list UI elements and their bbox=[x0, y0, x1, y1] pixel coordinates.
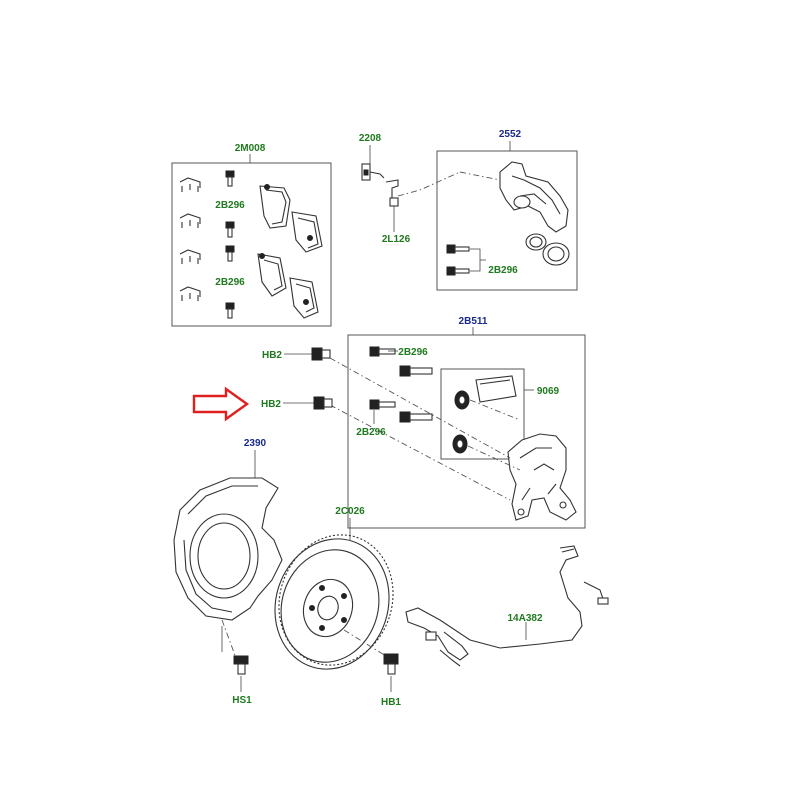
hub-bolt-hb2-1[interactable] bbox=[311, 347, 331, 361]
label-2208[interactable]: 2208 bbox=[359, 133, 382, 144]
brake-disc[interactable] bbox=[258, 520, 409, 684]
label-2m008[interactable]: 2M008 bbox=[235, 143, 266, 154]
bolt-pad-2[interactable] bbox=[225, 221, 235, 238]
abs-wheel-speed-sensor[interactable] bbox=[405, 545, 609, 667]
hb2-group: HB2 HB2 bbox=[261, 347, 333, 410]
label-14a382[interactable]: 14A382 bbox=[507, 613, 542, 624]
label-2b296-carrier-top[interactable]: 2B296 bbox=[398, 347, 428, 358]
label-hb2-bottom[interactable]: HB2 bbox=[261, 399, 281, 410]
bolt-carrier-2[interactable] bbox=[369, 399, 396, 410]
guide-pin-2[interactable] bbox=[399, 411, 433, 423]
pad-kit-group: 2M008 2B296 2B29 bbox=[171, 143, 332, 327]
label-hb1[interactable]: HB1 bbox=[381, 697, 401, 708]
label-2b296-caliper[interactable]: 2B296 bbox=[488, 265, 518, 276]
label-2b296-pads-bottom[interactable]: 2B296 bbox=[215, 277, 245, 288]
wear-sensor-group: 2208 2L126 bbox=[359, 133, 461, 245]
brake-caliper[interactable] bbox=[499, 161, 569, 233]
guide-pin-1[interactable] bbox=[399, 365, 433, 377]
bolt-caliper-1[interactable] bbox=[446, 244, 470, 254]
label-2390[interactable]: 2390 bbox=[244, 438, 267, 449]
disc-screw-hb1[interactable] bbox=[383, 653, 399, 675]
piston-seal[interactable] bbox=[525, 233, 547, 251]
carrier-kit-group: 2B511 2B296 2B296 9069 bbox=[329, 316, 586, 529]
brake-backplate[interactable] bbox=[173, 477, 283, 621]
backplate-group: 2390 HS1 bbox=[173, 438, 283, 706]
label-hb2-top[interactable]: HB2 bbox=[262, 350, 282, 361]
label-2b296-carrier-bottom[interactable]: 2B296 bbox=[356, 427, 386, 438]
caliper-group: 2552 2B296 bbox=[436, 129, 578, 291]
brake-pad-4[interactable] bbox=[289, 277, 319, 319]
brake-pad-3[interactable] bbox=[257, 253, 287, 297]
caliper-carrier[interactable] bbox=[507, 433, 577, 521]
carrier-kit-box bbox=[347, 334, 586, 529]
label-9069[interactable]: 9069 bbox=[537, 386, 560, 397]
guide-pin-kit-box bbox=[440, 368, 525, 460]
guide-pin-boot-1[interactable] bbox=[454, 390, 470, 410]
pad-kit-box bbox=[171, 162, 332, 327]
bolt-carrier-1[interactable] bbox=[369, 346, 396, 357]
bolt-caliper-2[interactable] bbox=[446, 266, 470, 276]
label-2b296-pads-top[interactable]: 2B296 bbox=[215, 200, 245, 211]
clip-4[interactable] bbox=[179, 286, 201, 301]
brake-pad-2[interactable] bbox=[291, 211, 323, 253]
label-2552[interactable]: 2552 bbox=[499, 129, 522, 140]
brake-pad-1[interactable] bbox=[259, 184, 291, 229]
guide-pin-boot-2[interactable] bbox=[452, 434, 468, 454]
label-2c026[interactable]: 2C026 bbox=[335, 506, 365, 517]
caliper-box bbox=[436, 150, 578, 291]
highlight-arrow bbox=[192, 386, 250, 422]
bolt-pad-1[interactable] bbox=[225, 170, 235, 187]
dust-boot[interactable] bbox=[542, 242, 570, 266]
hub-bolt-hb2-2[interactable] bbox=[313, 396, 333, 410]
disc-group: 2C026 HB1 bbox=[258, 506, 409, 708]
label-hs1[interactable]: HS1 bbox=[232, 695, 252, 706]
sensor-bracket[interactable] bbox=[385, 179, 399, 207]
bolt-pad-4[interactable] bbox=[225, 302, 235, 319]
label-2l126[interactable]: 2L126 bbox=[382, 234, 411, 245]
clip-1[interactable] bbox=[179, 177, 201, 192]
grease-sachet[interactable] bbox=[475, 375, 517, 403]
clip-3[interactable] bbox=[179, 249, 201, 264]
bolt-pad-3[interactable] bbox=[225, 245, 235, 262]
shield-screw-hs1[interactable] bbox=[233, 655, 249, 675]
abs-sensor-group: 14A382 bbox=[405, 545, 609, 667]
wear-sensor[interactable] bbox=[361, 163, 385, 181]
label-2b511[interactable]: 2B511 bbox=[459, 316, 488, 327]
clip-2[interactable] bbox=[179, 213, 201, 228]
